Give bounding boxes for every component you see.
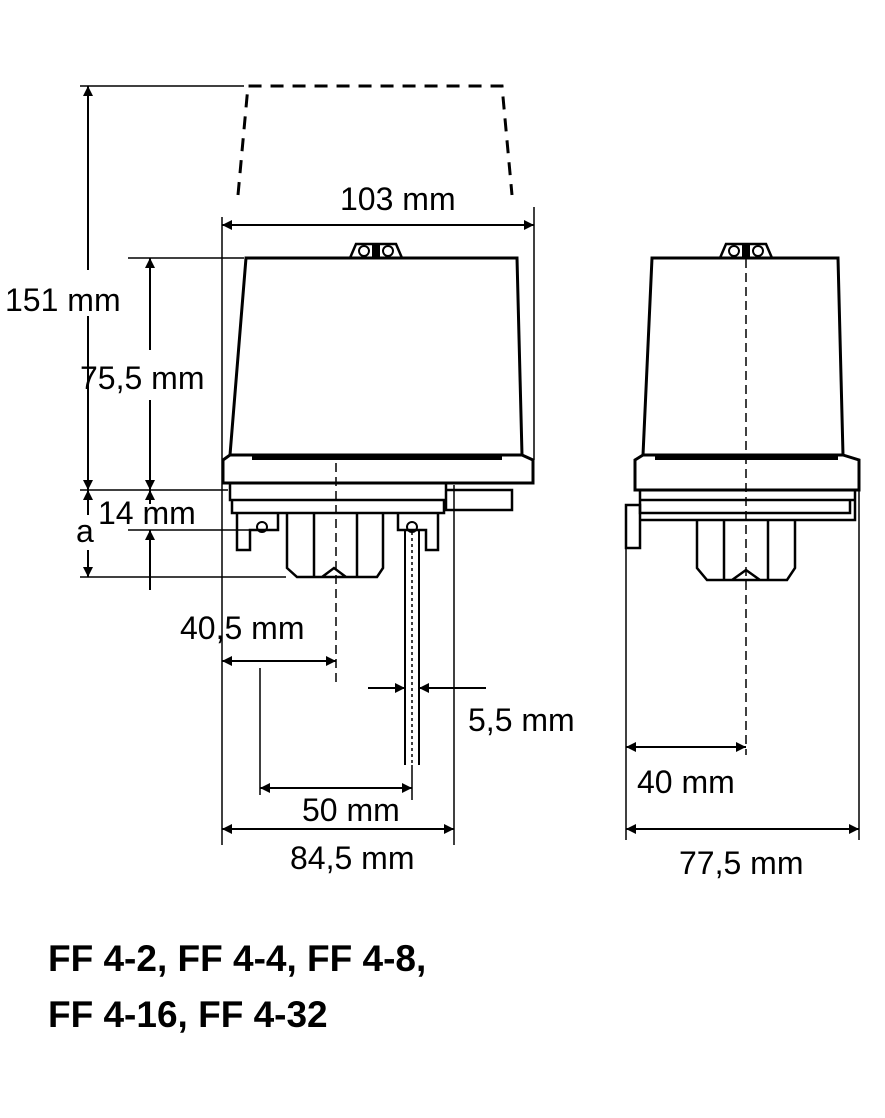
side-bracket xyxy=(624,503,642,550)
label-14-mm: 14 mm xyxy=(98,495,196,531)
label-75-5-mm: 75,5 mm xyxy=(80,360,204,396)
side-extension-lines xyxy=(625,490,860,840)
front-flange xyxy=(228,483,514,515)
front-right-bracket xyxy=(396,513,440,552)
side-view xyxy=(624,242,861,840)
side-housing xyxy=(641,256,845,457)
front-base-band xyxy=(221,453,535,485)
label-77-5-mm: 77,5 mm xyxy=(679,845,803,881)
front-gland-nut xyxy=(285,513,385,579)
label-151-mm: 151 mm xyxy=(5,282,121,318)
front-left-screw xyxy=(256,521,268,533)
label-50-mm: 50 mm xyxy=(302,792,400,828)
front-cover-dashed-outline xyxy=(236,84,514,196)
front-left-bracket xyxy=(235,513,280,552)
side-gland-nut xyxy=(695,520,797,582)
side-base-band xyxy=(633,453,861,492)
label-40-5-mm: 40,5 mm xyxy=(180,610,304,646)
label-84-5-mm: 84,5 mm xyxy=(290,840,414,876)
front-extension-lines xyxy=(80,85,535,845)
side-flange xyxy=(638,490,857,522)
model-list-line-2: FF 4-16, FF 4-32 xyxy=(48,994,328,1035)
front-housing xyxy=(228,256,524,457)
label-103-mm: 103 mm xyxy=(340,181,456,217)
label-a: a xyxy=(76,513,94,549)
label-40-mm: 40 mm xyxy=(637,764,735,800)
front-top-knob xyxy=(348,242,404,260)
capillary-tube xyxy=(404,530,420,765)
front-view xyxy=(80,84,535,845)
model-list-line-1: FF 4-2, FF 4-4, FF 4-8, xyxy=(48,938,427,979)
label-5-5-mm: 5,5 mm xyxy=(468,702,575,738)
